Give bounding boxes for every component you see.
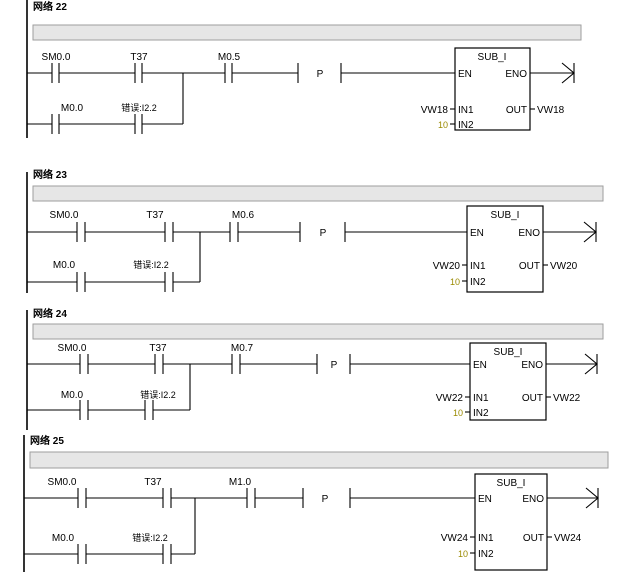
p-label: P <box>331 360 338 371</box>
p-label: P <box>322 494 329 505</box>
branch-contact-label: 错误:I2.2 <box>133 259 169 270</box>
contact-label: SM0.0 <box>50 210 79 221</box>
network-comment-bar[interactable] <box>32 323 604 340</box>
in1-operand[interactable]: VW20 <box>433 261 461 272</box>
in1-pin-label: IN1 <box>473 393 489 404</box>
in2-operand[interactable]: 10 <box>438 120 448 130</box>
in2-pin-label: IN2 <box>470 277 486 288</box>
in2-pin-label: IN2 <box>478 549 494 560</box>
branch-contact-label: M0.0 <box>53 260 76 271</box>
out-operand[interactable]: VW20 <box>550 261 578 272</box>
in1-pin-label: IN1 <box>458 105 474 116</box>
eno-pin-label: ENO <box>518 228 540 239</box>
sub-i-box[interactable] <box>469 342 547 421</box>
in2-operand[interactable]: 10 <box>450 277 460 287</box>
p-label: P <box>317 69 324 80</box>
network-22: 网络 22 SM0.0 T37 M0.5 P M0.0 错误:I2.2 SUB_… <box>0 0 637 140</box>
network-title: 网络 22 <box>33 0 67 13</box>
branch-contact-label: 错误:I2.2 <box>140 389 176 400</box>
network-comment-bar[interactable] <box>29 451 609 469</box>
contact-label: SM0.0 <box>42 52 71 63</box>
in2-operand[interactable]: 10 <box>453 408 463 418</box>
p-label: P <box>320 228 327 239</box>
network-comment-bar[interactable] <box>32 185 604 202</box>
in1-pin-label: IN1 <box>478 533 494 544</box>
contact-label: M0.6 <box>232 210 255 221</box>
network-comment-bar[interactable] <box>32 24 582 41</box>
contact-label: SM0.0 <box>58 343 87 354</box>
en-pin-label: EN <box>473 360 487 371</box>
branch-contact-label: M0.0 <box>61 103 84 114</box>
branch-contact-label: M0.0 <box>61 390 84 401</box>
network-title: 网络 23 <box>33 168 67 181</box>
contact-label: T37 <box>144 477 162 488</box>
out-operand[interactable]: VW18 <box>537 105 565 116</box>
network-25: 网络 25 SM0.0 T37 M1.0 P M0.0 错误:I2.2 SUB_… <box>0 430 637 574</box>
in1-operand[interactable]: VW18 <box>421 105 449 116</box>
contact-label: T37 <box>149 343 167 354</box>
sub-i-title: SUB_I <box>478 52 507 63</box>
en-pin-label: EN <box>458 69 472 80</box>
network-title: 网络 24 <box>33 307 67 320</box>
network-title: 网络 25 <box>30 434 64 447</box>
out-pin-label: OUT <box>523 533 544 544</box>
en-pin-label: EN <box>470 228 484 239</box>
eno-pin-label: ENO <box>505 69 527 80</box>
network-24: 网络 24 SM0.0 T37 M0.7 P M0.0 错误:I2.2 SUB_… <box>0 305 637 430</box>
sub-i-box[interactable] <box>454 47 531 131</box>
eno-pin-label: ENO <box>522 494 544 505</box>
out-operand[interactable]: VW24 <box>554 533 582 544</box>
contact-label: T37 <box>130 52 148 63</box>
out-operand[interactable]: VW22 <box>553 393 581 404</box>
in1-operand[interactable]: VW22 <box>436 393 464 404</box>
in2-pin-label: IN2 <box>458 120 474 131</box>
sub-i-title: SUB_I <box>494 347 523 358</box>
network-23: 网络 23 SM0.0 T37 M0.6 P M0.0 错误:I2.2 SUB_… <box>0 165 637 295</box>
contact-label: M0.7 <box>231 343 254 354</box>
contact-label: T37 <box>146 210 164 221</box>
in1-pin-label: IN1 <box>470 261 486 272</box>
sub-i-title: SUB_I <box>497 478 526 489</box>
sub-i-box[interactable] <box>466 205 544 293</box>
sub-i-title: SUB_I <box>491 210 520 221</box>
out-pin-label: OUT <box>522 393 543 404</box>
en-pin-label: EN <box>478 494 492 505</box>
in2-operand[interactable]: 10 <box>458 549 468 559</box>
out-pin-label: OUT <box>506 105 527 116</box>
contact-label: M0.5 <box>218 52 241 63</box>
contact-label: SM0.0 <box>48 477 77 488</box>
in2-pin-label: IN2 <box>473 408 489 419</box>
branch-contact-label: M0.0 <box>52 533 75 544</box>
branch-contact-label: 错误:I2.2 <box>121 102 157 113</box>
out-pin-label: OUT <box>519 261 540 272</box>
in1-operand[interactable]: VW24 <box>441 533 469 544</box>
sub-i-box[interactable] <box>474 473 548 571</box>
eno-pin-label: ENO <box>521 360 543 371</box>
contact-label: M1.0 <box>229 477 252 488</box>
branch-contact-label: 错误:I2.2 <box>132 532 168 543</box>
